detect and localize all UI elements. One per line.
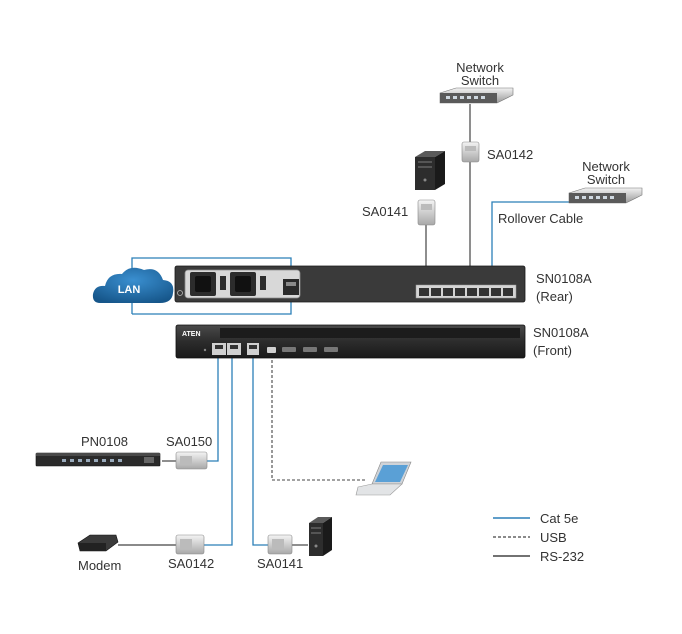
lan-cloud: LAN	[92, 267, 174, 303]
sn0108a-rear-label-1: SN0108A	[536, 271, 592, 286]
pn0108-device: PN0108	[35, 434, 161, 467]
sn0108a-front-label-2: (Front)	[533, 343, 572, 358]
laptop-device	[355, 461, 412, 496]
network-switch-right-label-1: Network	[582, 159, 630, 174]
sa0141-bottom-label: SA0141	[257, 556, 303, 571]
cables	[118, 104, 578, 546]
server-bottom	[309, 517, 332, 556]
server-top	[415, 151, 445, 190]
adapter-sa0141-top: SA0141	[362, 199, 436, 226]
cat5e-cable-sa0141-bottom	[252, 358, 268, 546]
usb-cable-laptop	[271, 355, 365, 481]
pn0108-label: PN0108	[81, 434, 128, 449]
legend-label-cat5e: Cat 5e	[540, 511, 578, 526]
adapter-sa0142-top: SA0142	[461, 141, 533, 163]
legend: Cat 5e USB RS-232	[493, 511, 584, 564]
sa0142-top-label: SA0142	[487, 147, 533, 162]
adapter-sa0150: SA0150	[166, 434, 212, 470]
sn0108a-front-label-1: SN0108A	[533, 325, 589, 340]
sa0150-label: SA0150	[166, 434, 212, 449]
network-switch-top-label-1: Network	[456, 60, 504, 75]
adapter-sa0142-bottom: SA0142	[168, 534, 214, 571]
aten-logo: ATEN	[182, 331, 201, 338]
network-switch-top: Network Switch	[439, 60, 514, 104]
sn0108a-front: ATEN SN0108A (Front)	[175, 324, 589, 359]
modem-label: Modem	[78, 558, 121, 573]
network-switch-right: Network Switch	[568, 159, 643, 204]
sn0108a-rear: SN0108A (Rear)	[174, 265, 592, 304]
cloud-icon	[92, 267, 174, 303]
sn0108a-rear-label-2: (Rear)	[536, 289, 573, 304]
lan-label: LAN	[118, 284, 141, 296]
adapter-sa0141-bottom: SA0141	[257, 534, 303, 571]
sa0141-top-label: SA0141	[362, 204, 408, 219]
rollover-cable	[491, 201, 578, 287]
modem-device: Modem	[77, 534, 121, 573]
rollover-cable-label: Rollover Cable	[498, 211, 583, 226]
cat5e-cable-modem	[204, 358, 233, 546]
network-switch-right-label-2: Switch	[587, 172, 625, 187]
network-switch-top-label-2: Switch	[461, 73, 499, 88]
legend-label-rs232: RS-232	[540, 549, 584, 564]
legend-label-usb: USB	[540, 530, 567, 545]
cat5e-cable-lan-bottom	[132, 298, 292, 315]
sa0142-bottom-label: SA0142	[168, 556, 214, 571]
cat5e-cable-pn0108	[207, 358, 219, 462]
